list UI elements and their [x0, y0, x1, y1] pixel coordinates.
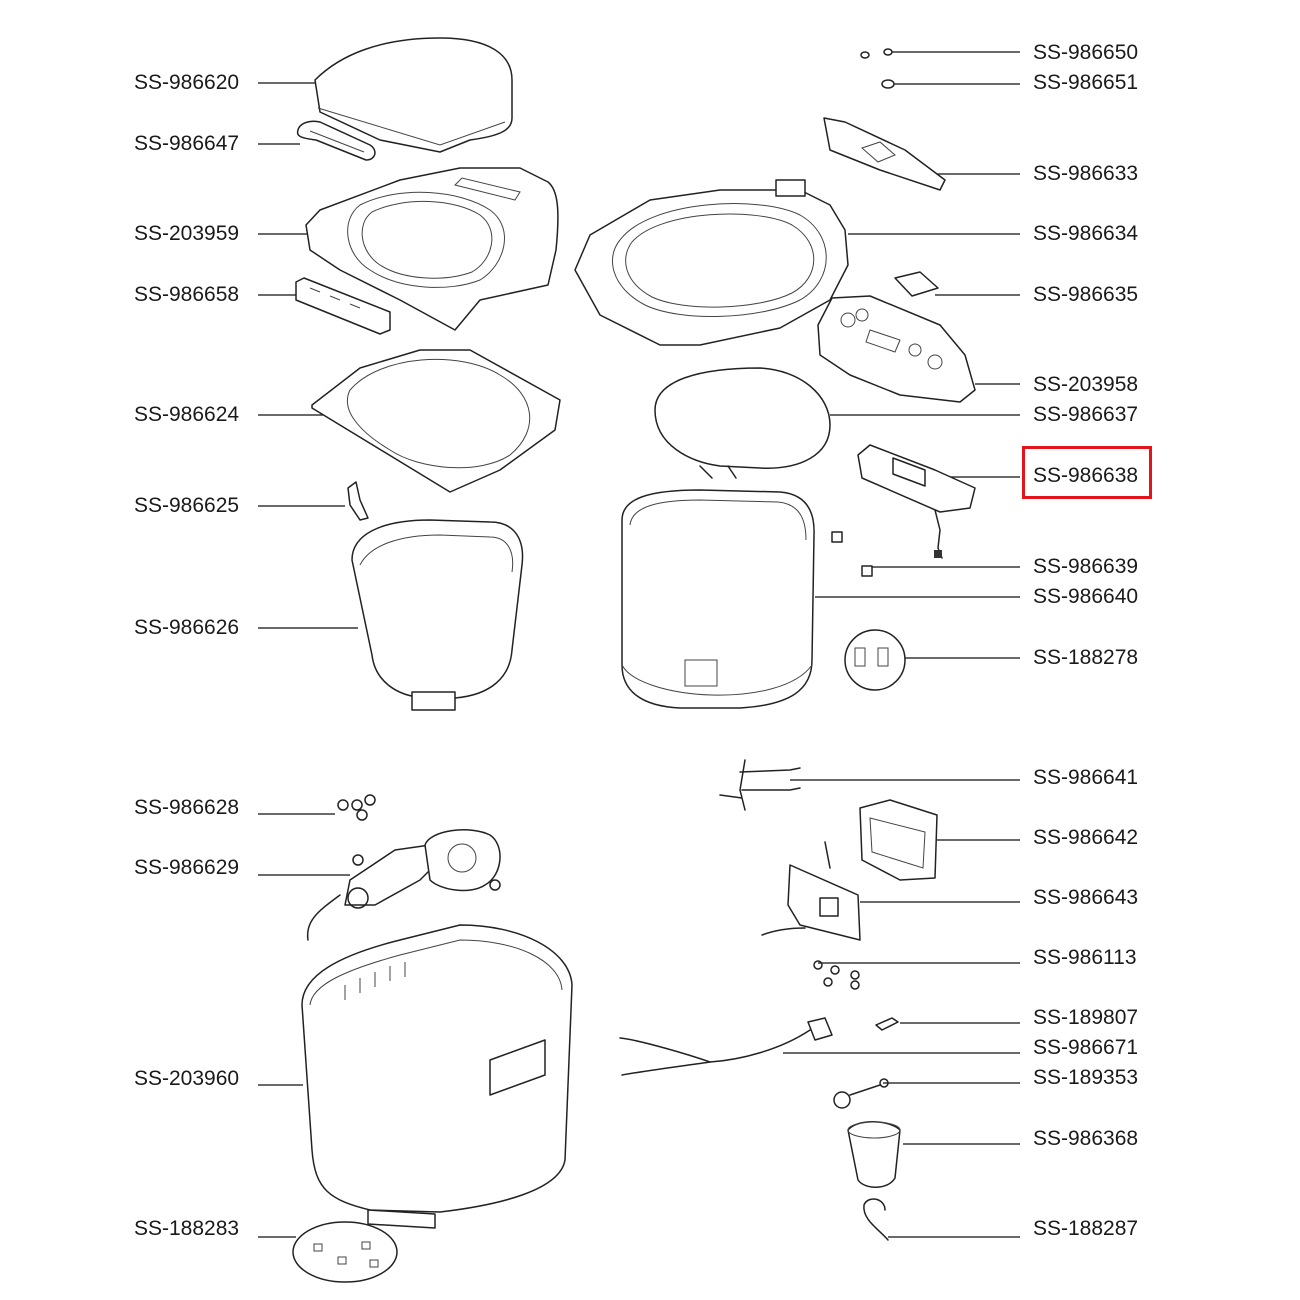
part-label-ss-986639: SS-986639 [1033, 555, 1139, 578]
part-power-board [761, 841, 861, 941]
part-washers [337, 794, 376, 821]
part-label-ss-986629: SS-986629 [134, 856, 240, 879]
part-label-ss-986641: SS-986641 [1033, 766, 1139, 789]
part-heating-element [654, 367, 831, 479]
part-small-panel [894, 271, 939, 297]
part-label-ss-188287: SS-188287 [1033, 1217, 1139, 1240]
part-board-cover [859, 799, 938, 881]
part-power-cord [619, 1017, 833, 1076]
part-control-strip [295, 277, 391, 335]
part-feet-kit [292, 1221, 398, 1283]
part-label-ss-986635: SS-986635 [1033, 283, 1139, 306]
part-handle-grip [296, 120, 376, 161]
part-outer-housing [301, 924, 573, 1229]
part-label-ss-188278: SS-188278 [1033, 646, 1139, 669]
part-label-ss-986647: SS-986647 [134, 132, 240, 155]
part-label-ss-986671: SS-986671 [1033, 1036, 1139, 1059]
part-label-ss-986624: SS-986624 [134, 403, 240, 426]
part-label-ss-986625: SS-986625 [134, 494, 240, 517]
part-label-ss-986628: SS-986628 [134, 796, 240, 819]
part-small-connector [875, 1017, 899, 1031]
part-label-ss-986113: SS-986113 [1033, 946, 1137, 969]
leader-lines-left [258, 82, 358, 1238]
part-upper-frame [574, 179, 849, 346]
part-label-ss-986620: SS-986620 [134, 71, 240, 94]
part-measuring-cup [847, 1121, 901, 1188]
part-label-ss-986650: SS-986650 [1033, 41, 1139, 64]
part-display-film [823, 117, 946, 191]
part-nut [831, 531, 873, 577]
part-kneading-hook [833, 1078, 889, 1109]
part-label-ss-188283: SS-188283 [134, 1217, 240, 1240]
part-label-ss-203958: SS-203958 [1033, 373, 1139, 396]
part-motor-assembly [306, 829, 501, 941]
part-screws [813, 960, 860, 990]
part-inner-chamber [621, 489, 815, 709]
part-label-ss-986638-highlighted[interactable]: SS-986638 [1033, 464, 1139, 487]
part-bread-pan [351, 519, 524, 711]
part-label-ss-986634: SS-986634 [1033, 222, 1139, 245]
part-lid-panel [314, 37, 513, 153]
highlight-box [1022, 446, 1152, 499]
part-label-ss-986642: SS-986642 [1033, 826, 1139, 849]
part-small-buttons [860, 48, 895, 89]
part-label-ss-986368: SS-986368 [1033, 1127, 1139, 1150]
part-label-ss-986658: SS-986658 [134, 283, 240, 306]
part-label-ss-189807: SS-189807 [1033, 1006, 1139, 1029]
part-wire-harness [719, 759, 801, 811]
part-label-ss-986633: SS-986633 [1033, 162, 1139, 185]
leader-lines-right [783, 51, 1020, 1238]
part-clip [347, 481, 369, 521]
part-label-ss-203960: SS-203960 [134, 1067, 240, 1090]
part-label-ss-203959: SS-203959 [134, 222, 240, 245]
part-label-ss-986640: SS-986640 [1033, 585, 1139, 608]
part-switch-kit [844, 629, 906, 691]
part-label-ss-189353: SS-189353 [1033, 1066, 1139, 1089]
part-control-board [857, 444, 976, 559]
part-top-housing [305, 167, 559, 331]
part-spoon-hook [863, 1198, 889, 1241]
part-label-ss-986626: SS-986626 [134, 616, 240, 639]
part-label-ss-986651: SS-986651 [1033, 71, 1139, 94]
part-label-ss-986643: SS-986643 [1033, 886, 1139, 909]
part-control-panel [817, 295, 976, 403]
part-lid-plate [311, 349, 561, 493]
part-label-ss-986637: SS-986637 [1033, 403, 1139, 426]
